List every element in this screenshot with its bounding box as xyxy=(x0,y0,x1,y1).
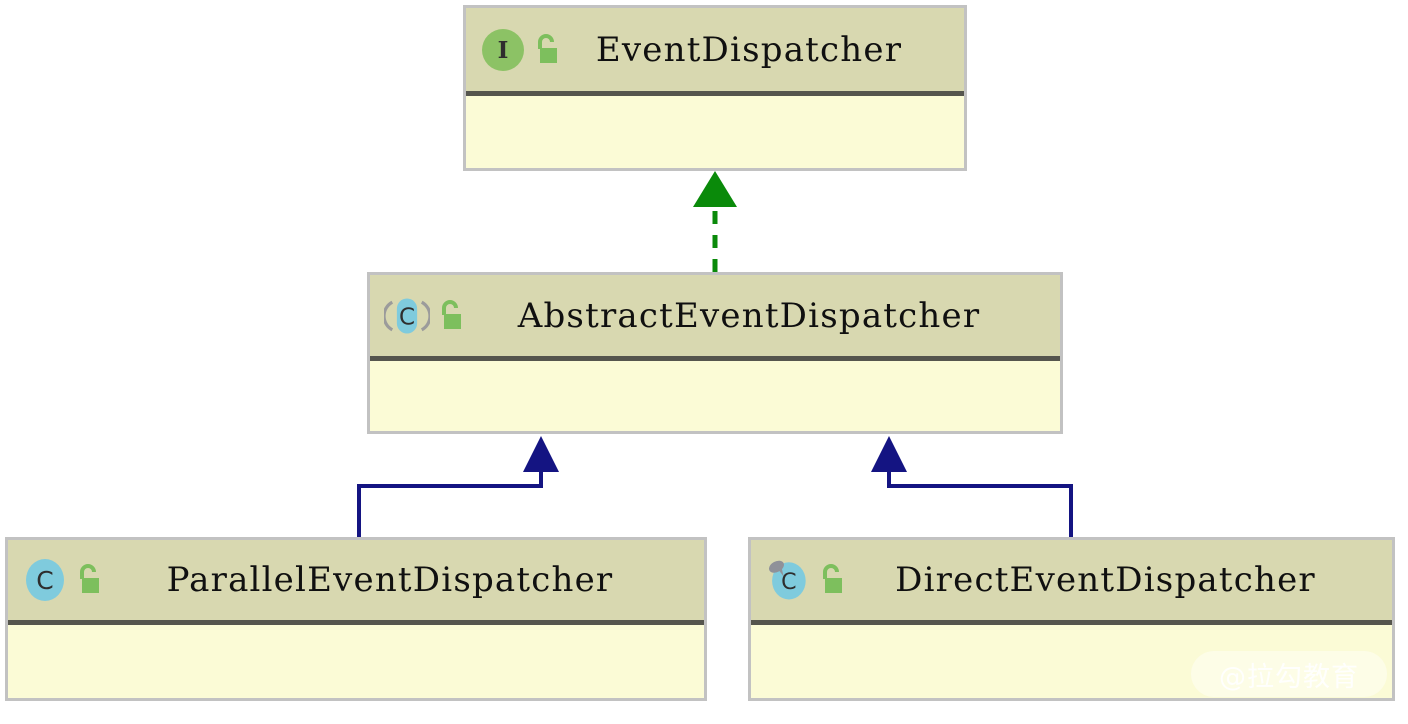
realization-arrow-head xyxy=(693,171,737,207)
uml-node-members-compartment xyxy=(466,96,964,168)
class-c-icon: C xyxy=(765,557,811,603)
uml-node-header: C ParallelEventDispatcher xyxy=(8,540,704,625)
svg-text:C: C xyxy=(781,569,796,595)
edge-realization-abstract-to-interface xyxy=(693,171,737,272)
uml-node-direct-event-dispatcher[interactable]: C DirectEventDispatcher xyxy=(748,537,1395,701)
class-c-icon: C xyxy=(22,557,68,603)
unlocked-padlock-icon xyxy=(72,563,102,597)
edge-generalization-parallel-to-abstract xyxy=(357,436,559,537)
uml-node-members-compartment xyxy=(8,625,704,698)
uml-node-parallel-event-dispatcher[interactable]: C ParallelEventDispatcher xyxy=(5,537,707,701)
watermark-badge: @拉勾教育 xyxy=(1191,651,1387,697)
generalization-left-line xyxy=(357,466,543,537)
uml-node-title: AbstractEventDispatcher xyxy=(517,295,981,336)
uml-node-abstract-event-dispatcher[interactable]: C AbstractEventDispatcher xyxy=(367,272,1063,434)
uml-node-members-compartment xyxy=(751,625,1392,698)
uml-node-header: I EventDispatcher xyxy=(466,8,964,96)
uml-node-title: DirectEventDispatcher xyxy=(895,560,1316,600)
abstract-class-c-icon: C xyxy=(384,293,430,339)
unlocked-padlock-icon xyxy=(815,563,845,597)
svg-text:C: C xyxy=(36,566,53,595)
uml-node-members-compartment xyxy=(370,361,1060,431)
uml-node-header: C AbstractEventDispatcher xyxy=(370,275,1060,361)
svg-text:C: C xyxy=(399,304,415,330)
interface-i-icon: I xyxy=(480,27,526,73)
edge-generalization-direct-to-abstract xyxy=(871,436,1073,537)
generalization-left-arrow-head xyxy=(523,436,559,472)
uml-node-event-dispatcher[interactable]: I EventDispatcher xyxy=(463,5,967,171)
uml-node-header: C DirectEventDispatcher xyxy=(751,540,1392,625)
unlocked-padlock-icon xyxy=(530,33,560,67)
unlocked-padlock-icon xyxy=(434,299,464,333)
generalization-right-line xyxy=(887,466,1073,537)
svg-text:I: I xyxy=(498,37,509,64)
uml-node-title: EventDispatcher xyxy=(595,29,903,70)
uml-node-title: ParallelEventDispatcher xyxy=(166,560,614,600)
generalization-right-arrow-head xyxy=(871,436,907,472)
watermark-text: @拉勾教育 xyxy=(1219,661,1359,693)
